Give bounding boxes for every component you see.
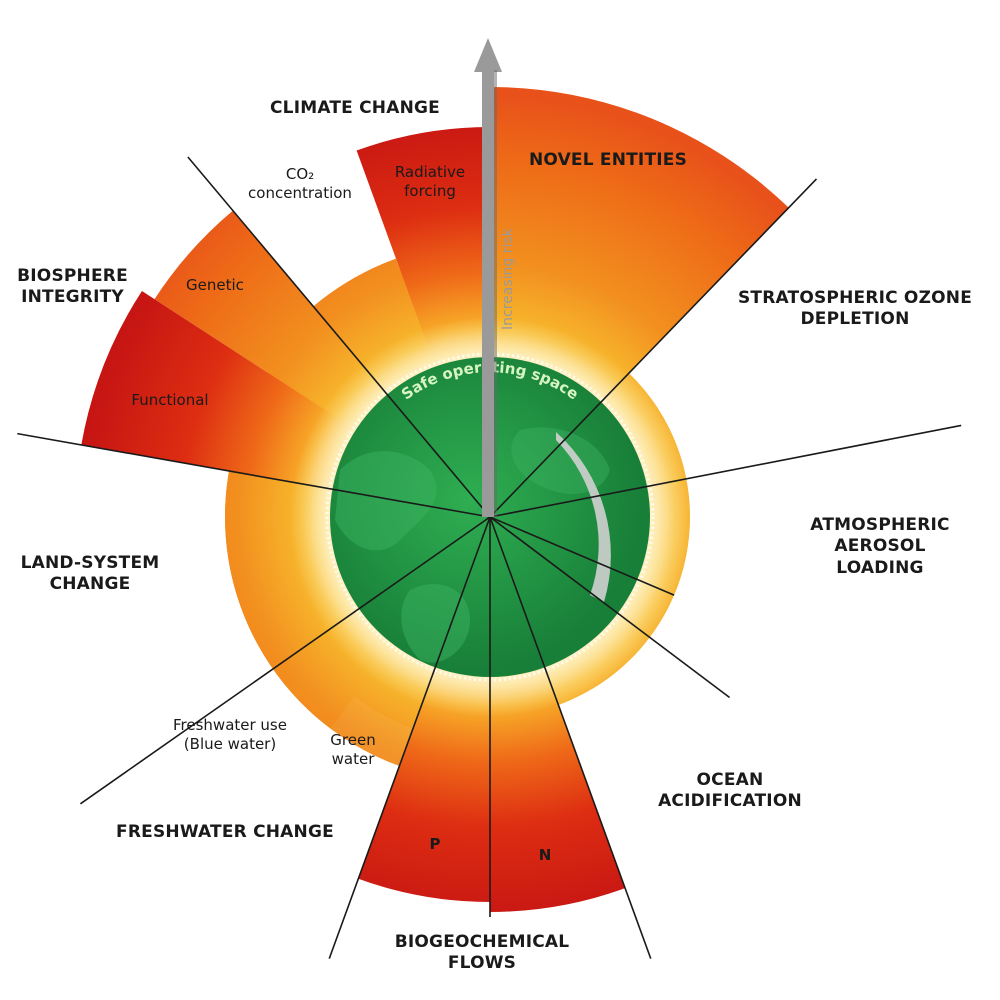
green-water-label: Green water: [330, 731, 376, 768]
boundary-divider-line: [187, 156, 491, 518]
boundary-dividers: [17, 156, 962, 959]
co2-concentration-label: CO₂ concentration: [248, 165, 352, 202]
boundary-divider-line: [489, 516, 675, 596]
nitrogen-label: N: [538, 846, 552, 864]
functional-label: Functional: [131, 391, 209, 409]
empty-sector-mask: [558, 301, 791, 799]
boundary-divider-line: [489, 424, 962, 518]
radiative-forcing-wedge: [356, 127, 490, 377]
genetic-wedge: [154, 210, 394, 436]
genetic-label: Genetic: [186, 276, 244, 294]
globe-landmasses: [335, 427, 610, 663]
blue-water-label: Freshwater use (Blue water): [173, 716, 287, 753]
boundary-divider-line: [489, 178, 818, 518]
phosphorus-label: P: [429, 835, 441, 853]
novel-entities-label: NOVEL ENTITIES: [528, 150, 688, 170]
boundary-divider-line: [328, 516, 491, 959]
boundary-divider-line: [489, 516, 652, 959]
ocean-acidification-label: OCEAN ACIDIFICATION: [658, 770, 802, 812]
atmospheric-aerosol-label: ATMOSPHERIC AEROSOL LOADING: [810, 515, 950, 578]
radiative-forcing-label: Radiative forcing: [394, 163, 466, 200]
climate-change-label: CLIMATE CHANGE: [270, 98, 440, 118]
nitrogen-wedge: [490, 657, 626, 912]
boundary-divider-line: [79, 516, 491, 805]
not-quantified-region: [556, 432, 611, 602]
freshwater-change-label: FRESHWATER CHANGE: [116, 822, 334, 842]
novel-entities-wedge: [490, 87, 789, 410]
biosphere-integrity-label: BIOSPHERE INTEGRITY: [17, 266, 128, 308]
land-system-change-label: LAND-SYSTEM CHANGE: [20, 553, 160, 595]
stratospheric-ozone-label: STRATOSPHERIC OZONE DEPLETION: [737, 288, 973, 330]
increasing-risk-label: Increasing risk: [500, 227, 516, 330]
increasing-risk-arrow: [474, 38, 502, 517]
biogeochemical-flows-label: BIOGEOCHEMICAL FLOWS: [394, 932, 570, 974]
boundary-divider-line: [17, 432, 491, 518]
boundary-divider-line: [489, 516, 731, 699]
functional-wedge: [81, 290, 365, 491]
phosphorus-wedge: [358, 657, 490, 902]
